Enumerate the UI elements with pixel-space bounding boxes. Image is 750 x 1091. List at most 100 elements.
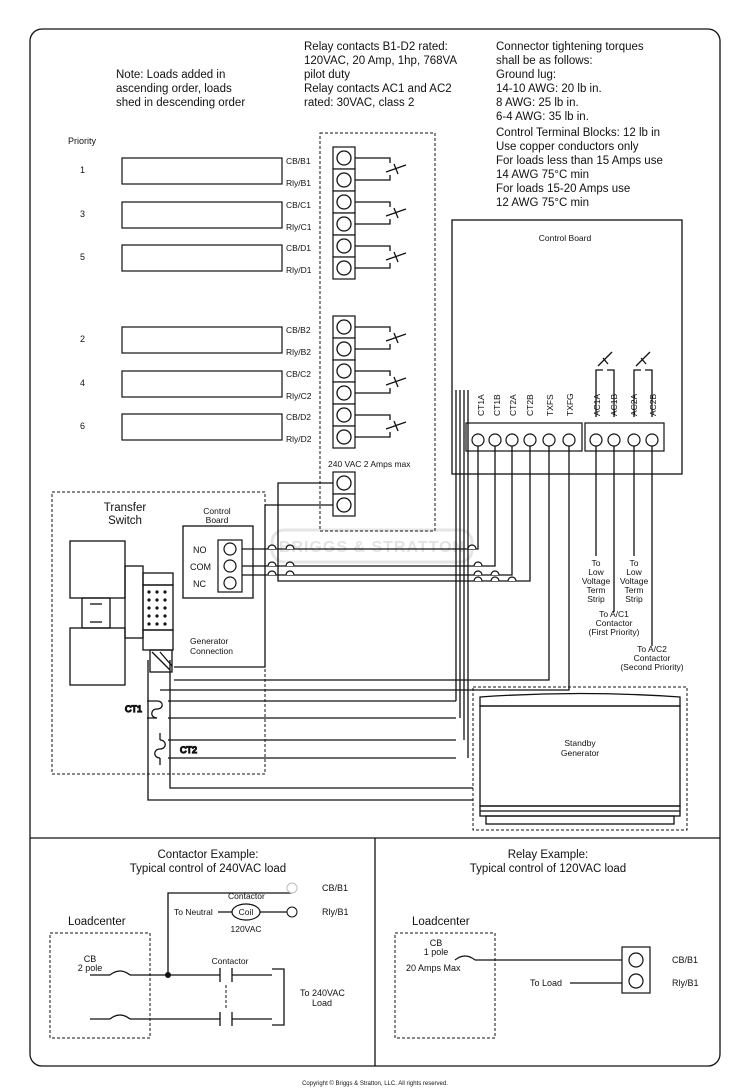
current-transformers: CT1 CT2 (124, 700, 198, 759)
watermark: BRIGGS & STRATTON (270, 528, 474, 564)
svg-text:2 pole: 2 pole (78, 963, 103, 973)
ct1-label: CT1 (125, 704, 142, 714)
relay-contacts (355, 157, 407, 438)
svg-text:120VAC: 120VAC (230, 924, 261, 934)
svg-text:Term: Term (587, 585, 606, 595)
control-board (451, 219, 683, 475)
svg-text:(Second Priority): (Second Priority) (620, 662, 683, 672)
svg-text:Contactor: Contactor (634, 653, 671, 663)
svg-text:3: 3 (80, 209, 85, 219)
relay-module (319, 132, 436, 532)
relay-ratings-note: Relay contacts B1-D2 rated: 120VAC, 20 A… (304, 41, 457, 109)
svg-text:1: 1 (80, 165, 85, 175)
svg-text:Connection: Connection (190, 646, 233, 656)
svg-text:AC1A: AC1A (592, 393, 602, 416)
svg-text:To Load: To Load (530, 978, 562, 988)
svg-text:Rly/B1: Rly/B1 (672, 978, 699, 988)
svg-text:Loadcenter: Loadcenter (68, 916, 126, 928)
ct2-label: CT2 (180, 745, 197, 755)
svg-text:To: To (630, 558, 639, 568)
ts-contacts: NO COM NC (190, 539, 243, 593)
svg-text:COM: COM (190, 562, 211, 572)
svg-text:Voltage: Voltage (620, 576, 649, 586)
svg-text:CT2B: CT2B (525, 394, 535, 416)
svg-text:CB/D2: CB/D2 (286, 412, 311, 422)
svg-text:Connector tightening torques: Connector tightening torques (496, 41, 644, 53)
svg-text:ascending order, loads: ascending order, loads (116, 83, 232, 95)
svg-text:Strip: Strip (625, 594, 643, 604)
svg-text:For loads 15-20 Amps use: For loads 15-20 Amps use (496, 183, 630, 195)
control-board-terminal-labels: CT1A CT1B CT2A CT2B TXFS TXFG AC1A AC1B … (476, 393, 658, 416)
svg-text:Loadcenter: Loadcenter (412, 916, 470, 928)
svg-text:shall be as follows:: shall be as follows: (496, 55, 593, 67)
svg-text:rated: 30VAC, class 2: rated: 30VAC, class 2 (304, 97, 414, 109)
transfer-switch (51, 491, 266, 775)
control-board-title: Control Board (539, 233, 592, 243)
svg-text:Relay contacts B1-D2 rated:: Relay contacts B1-D2 rated: (304, 41, 448, 53)
svg-text:TXFS: TXFS (545, 394, 555, 416)
relay-example: Relay Example: Typical control of 120VAC… (394, 849, 699, 1039)
standby-generator (479, 692, 681, 825)
svg-text:Control: Control (203, 506, 231, 516)
svg-text:AC2B: AC2B (648, 393, 658, 416)
control-board-terminal-strip (465, 422, 665, 452)
torque-note: Connector tightening torques shall be as… (496, 41, 663, 209)
priority-numbers: 1 3 5 2 4 6 (80, 165, 85, 431)
relay-terminal-strip-bottom (332, 315, 356, 449)
svg-text:(First Priority): (First Priority) (589, 627, 640, 637)
svg-text:Rly/C2: Rly/C2 (286, 391, 312, 401)
svg-text:Ground lug:: Ground lug: (496, 69, 556, 81)
svg-text:CT2A: CT2A (508, 394, 518, 416)
svg-text:pilot duty: pilot duty (304, 69, 350, 81)
svg-text:Note: Loads added in: Note: Loads added in (116, 69, 225, 81)
copyright: Copyright © Briggs & Stratton, LLC. All … (302, 1080, 448, 1087)
load-order-note: Note: Loads added in ascending order, lo… (116, 69, 245, 109)
svg-text:Relay Example:: Relay Example: (508, 849, 589, 861)
svg-text:Typical control of 240VAC load: Typical control of 240VAC load (130, 863, 286, 875)
svg-text:1 pole: 1 pole (424, 947, 449, 957)
power-label: 240 VAC 2 Amps max (328, 459, 411, 469)
svg-text:Contactor: Contactor (212, 956, 249, 966)
svg-text:Rly/B2: Rly/B2 (286, 347, 311, 357)
svg-text:4: 4 (80, 378, 85, 388)
svg-text:Low: Low (588, 567, 604, 577)
svg-text:Strip: Strip (587, 594, 605, 604)
svg-text:CT1A: CT1A (476, 394, 486, 416)
ac-relay-contacts (595, 351, 653, 417)
signal-wires (147, 390, 570, 801)
ac2-contactor-note: To A/C2 Contactor (Second Priority) (620, 644, 683, 672)
transfer-switch-mechanism (69, 540, 174, 686)
svg-text:NO: NO (193, 545, 207, 555)
svg-text:CB/B1: CB/B1 (286, 156, 311, 166)
svg-text:CT1B: CT1B (492, 394, 502, 416)
svg-text:Rly/C1: Rly/C1 (286, 222, 312, 232)
ts-control-board (182, 525, 254, 599)
svg-text:To Neutral: To Neutral (174, 907, 213, 917)
svg-text:To: To (592, 558, 601, 568)
contactor-example: Contactor Example: Typical control of 24… (49, 849, 349, 1039)
svg-text:Rly/B1: Rly/B1 (322, 907, 349, 917)
svg-text:CB: CB (430, 938, 443, 948)
svg-text:14 AWG 75°C min: 14 AWG 75°C min (496, 169, 589, 181)
svg-text:Contactor: Contactor (228, 891, 265, 901)
svg-text:8 AWG: 25 lb in.: 8 AWG: 25 lb in. (496, 97, 579, 109)
transfer-switch-title: Transfer (104, 502, 147, 514)
svg-text:shed in descending order: shed in descending order (116, 97, 245, 109)
svg-text:To 240VAC: To 240VAC (300, 988, 345, 998)
svg-text:Rly/D1: Rly/D1 (286, 265, 312, 275)
ac2-low-voltage-note: To Low Voltage Term Strip (620, 558, 649, 604)
svg-text:CB/B1: CB/B1 (672, 955, 698, 965)
svg-text:Rly/D2: Rly/D2 (286, 434, 312, 444)
svg-text:6-4 AWG: 35 lb in.: 6-4 AWG: 35 lb in. (496, 111, 589, 123)
svg-text:For loads less than 15 Amps us: For loads less than 15 Amps use (496, 155, 663, 167)
svg-text:BRIGGS & STRATTON: BRIGGS & STRATTON (279, 539, 465, 556)
svg-text:Low: Low (626, 567, 642, 577)
svg-text:12 AWG 75°C min: 12 AWG 75°C min (496, 197, 589, 209)
svg-text:Control Terminal Blocks: 12 lb: Control Terminal Blocks: 12 lb in (496, 127, 660, 139)
svg-text:Use copper conductors only: Use copper conductors only (496, 141, 639, 153)
generator-connection-dots (147, 590, 167, 626)
terminal-labels: CB/B1 Rly/B1 CB/C1 Rly/C1 CB/D1 Rly/D1 C… (286, 156, 312, 444)
svg-text:Contactor: Contactor (596, 618, 633, 628)
svg-text:Load: Load (312, 998, 332, 1008)
